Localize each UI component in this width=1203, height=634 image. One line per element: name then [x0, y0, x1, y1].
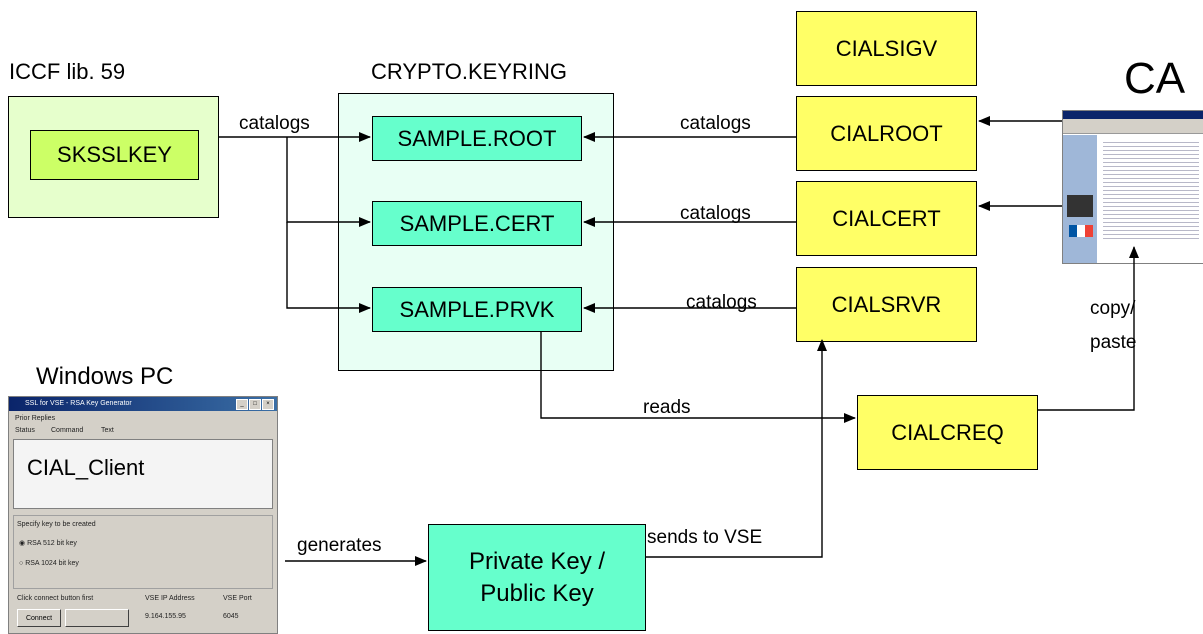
ca-page-text: [1103, 139, 1199, 239]
rsa-512-radio[interactable]: ◉ RSA 512 bit key: [19, 540, 77, 547]
connect-button[interactable]: Connect: [17, 609, 61, 627]
status-column: Status: [15, 427, 35, 434]
command-column: Command: [51, 427, 84, 434]
cialroot-box: CIALROOT: [796, 96, 977, 171]
generates-label: generates: [297, 535, 382, 556]
ca-logo-icon: [1067, 195, 1093, 217]
minimize-icon[interactable]: _: [236, 399, 248, 410]
arrow-copy-paste: [1038, 246, 1139, 411]
private-public-key-box: Private Key / Public Key: [428, 524, 646, 631]
flag-white-icon: [1077, 225, 1085, 237]
crypto-keyring-label: CRYPTO.KEYRING: [371, 59, 568, 84]
private-key-line: Private Key /: [468, 547, 606, 575]
cialcert-box: CIALCERT: [796, 181, 977, 256]
sample-cert-box: SAMPLE.CERT: [372, 201, 582, 246]
rsa-512-label: RSA 512 bit key: [27, 540, 77, 547]
ca-browser-toolbar: [1063, 119, 1203, 134]
flag-red-icon: [1085, 225, 1093, 237]
copy-label: copy/: [1090, 298, 1136, 319]
ca-browser-titlebar: [1063, 111, 1203, 119]
close-icon[interactable]: ×: [262, 399, 274, 410]
rsa-1024-label: RSA 1024 bit key: [25, 560, 79, 567]
windows-app-window: SSL for VSE - RSA Key Generator _ □ × Pr…: [8, 396, 278, 634]
cial-client-label: CIAL_Client: [27, 455, 145, 480]
catalogs-root-label: catalogs: [680, 113, 751, 134]
key-group-label: Specify key to be created: [17, 521, 96, 528]
windows-pc-label: Windows PC: [36, 363, 174, 390]
windows-app-titlebar: SSL for VSE - RSA Key Generator: [9, 397, 277, 411]
arrow-iccf-cert: [286, 137, 371, 227]
vse-port-value: 6045: [223, 613, 239, 620]
arrow-iccf-prvk: [286, 222, 371, 313]
reads-label: reads: [643, 397, 691, 418]
text-column: Text: [101, 427, 114, 434]
ca-label: CA: [1124, 54, 1186, 103]
sksslkey-box: SKSSLKEY: [30, 130, 199, 180]
catalogs-iccf-label: catalogs: [239, 113, 310, 134]
arrow-reads: [540, 332, 856, 423]
replies-list[interactable]: [13, 439, 273, 509]
sample-root-box: SAMPLE.ROOT: [372, 116, 582, 161]
vse-ip-value: 9.164.155.95: [145, 613, 186, 620]
prior-replies-label: Prior Replies: [15, 415, 56, 422]
sample-prvk-box: SAMPLE.PRVK: [372, 287, 582, 332]
vse-ip-label: VSE IP Address: [145, 595, 195, 602]
cialsrvr-box: CIALSRVR: [796, 267, 977, 342]
copy-paste-label: copy/ paste: [1090, 292, 1136, 360]
public-key-line: Public Key: [480, 579, 594, 607]
flag-blue-icon: [1069, 225, 1077, 237]
vse-port-label: VSE Port: [223, 595, 252, 602]
paste-label: paste: [1090, 332, 1137, 353]
catalogs-cert-label: catalogs: [680, 203, 751, 224]
click-connect-label: Click connect button first: [17, 595, 94, 602]
maximize-icon[interactable]: □: [249, 399, 261, 410]
iccf-label: ICCF lib. 59: [9, 59, 126, 84]
cialcreq-box: CIALCREQ: [857, 395, 1038, 470]
rsa-1024-radio[interactable]: ○ RSA 1024 bit key: [19, 560, 79, 567]
key-options-group: [13, 515, 273, 589]
disabled-button[interactable]: [65, 609, 129, 627]
ca-browser-sidebar: [1063, 135, 1097, 263]
arrow-sends-to-vse: [646, 339, 827, 558]
sends-to-vse-label: sends to VSE: [647, 527, 763, 548]
ca-browser-screenshot: [1062, 110, 1203, 264]
window-controls: _ □ ×: [236, 399, 274, 410]
cialsigv-box: CIALSIGV: [796, 11, 977, 86]
